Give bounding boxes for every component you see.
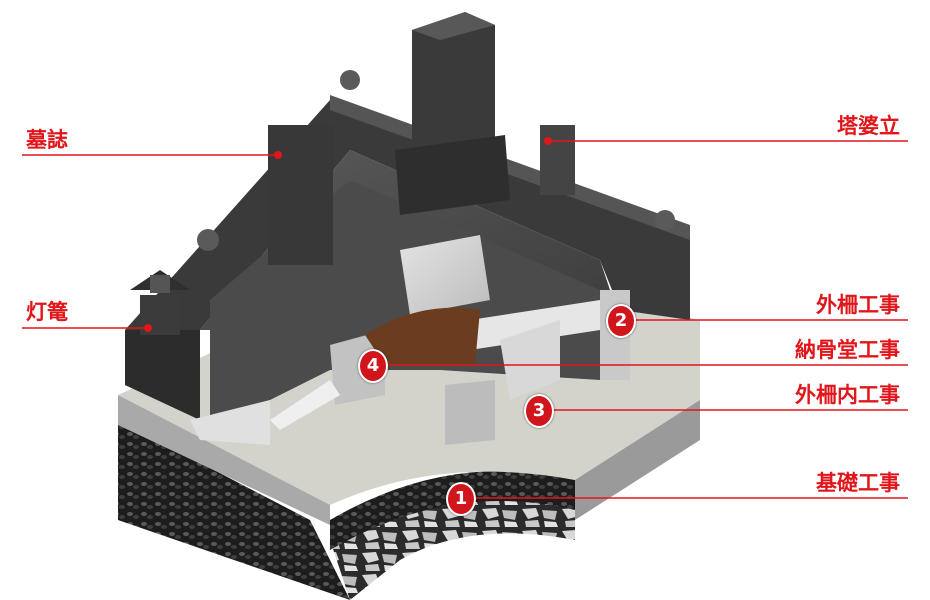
label-nokotsudo: 納骨堂工事 (795, 338, 900, 362)
label-toro: 灯篭 (26, 300, 68, 324)
foundation-layers (118, 395, 700, 600)
badge-1: 1 (446, 482, 476, 516)
lantern-structure (130, 229, 219, 335)
light-granite-walls (190, 235, 630, 445)
badge-3: 3 (524, 394, 554, 428)
label-gaisaku: 外柵工事 (816, 293, 900, 317)
badge-4: 4 (358, 349, 388, 383)
leader-dot-boshi (274, 151, 282, 159)
tobatate-stand (540, 125, 575, 195)
main-tower (395, 12, 675, 230)
label-tobatate: 塔婆立 (837, 114, 900, 138)
badge-2: 2 (606, 304, 636, 338)
boshi-stone (268, 125, 333, 265)
label-boshi: 墓誌 (26, 128, 68, 152)
ossuary-soil (365, 307, 480, 365)
leader-dot-tobatate (544, 137, 552, 145)
label-kiso: 基礎工事 (816, 471, 900, 495)
label-gaisakunai: 外柵内工事 (795, 383, 900, 407)
leader-lines (22, 140, 908, 499)
leader-dot-toro (144, 324, 152, 332)
